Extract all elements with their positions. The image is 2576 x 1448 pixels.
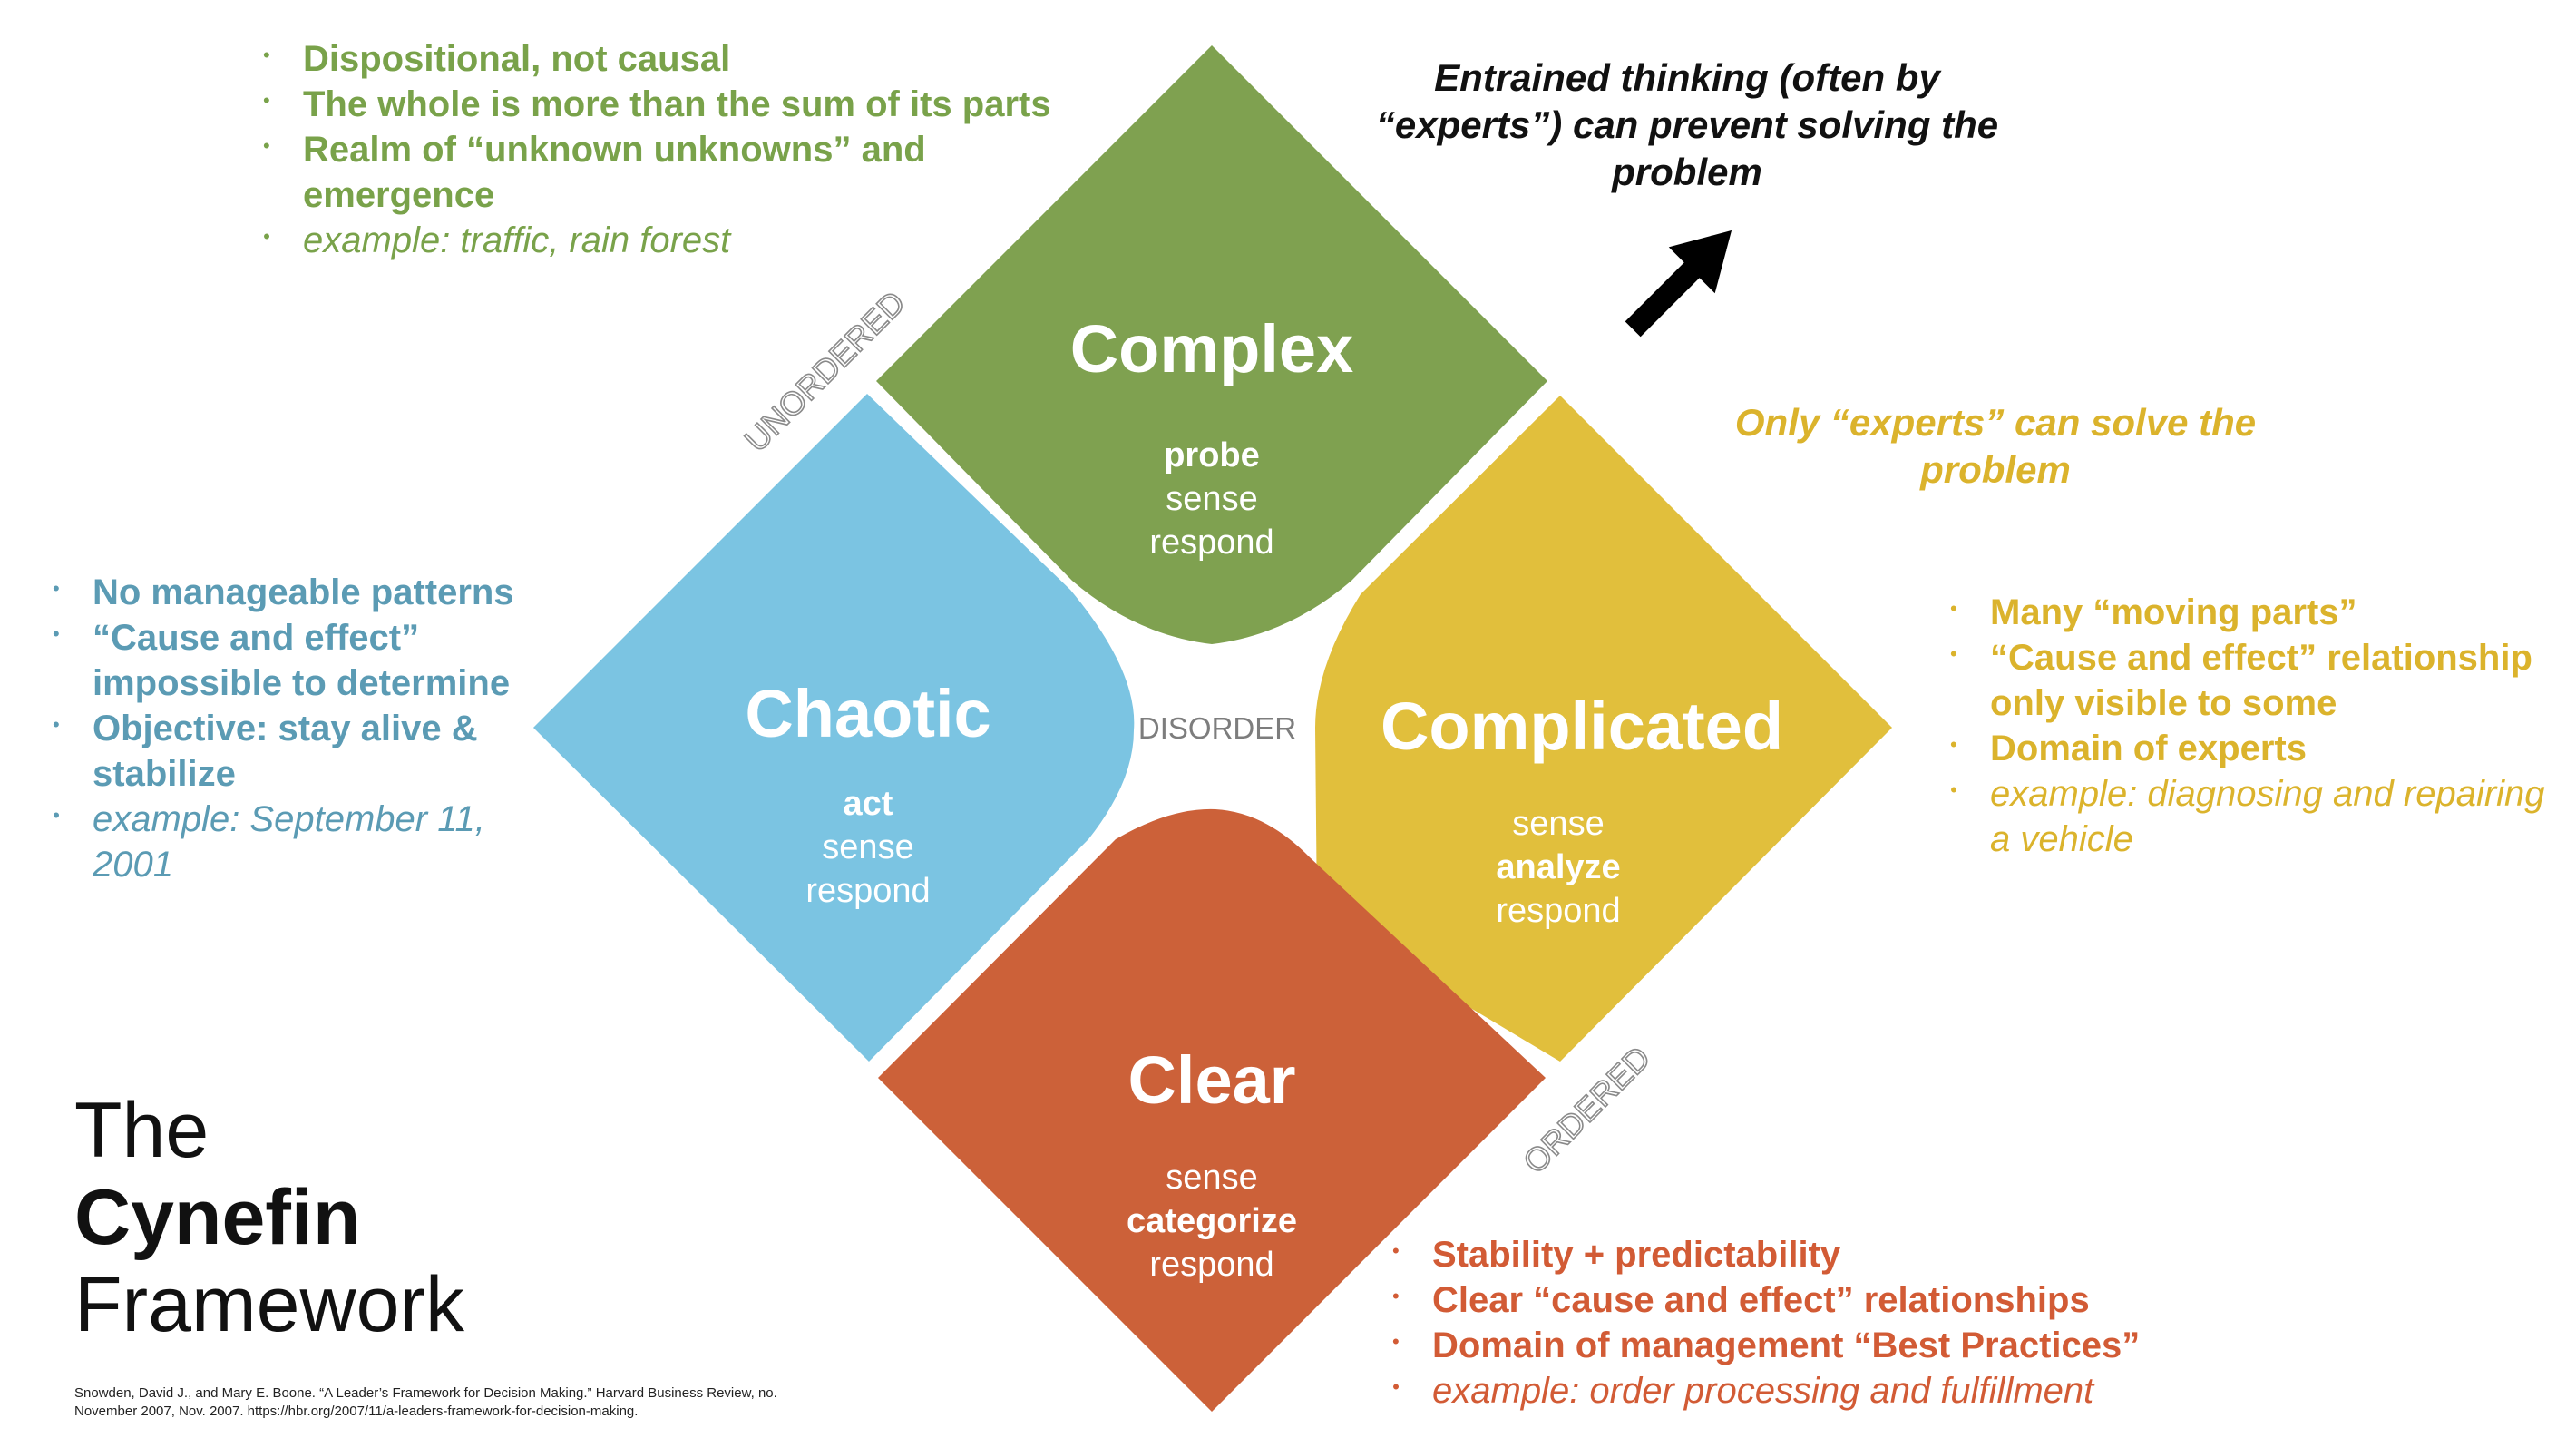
clear-domain-shape [878,808,1546,1412]
complicated-notes-list: Many “moving parts” “Cause and effect” r… [1950,590,2567,862]
chaotic-step-3: respond [805,872,930,910]
complex-step-3: respond [1149,523,1273,562]
list-item: Objective: stay alive & stabilize [53,706,542,797]
complicated-step-3: respond [1496,892,1620,930]
list-item: example: diagnosing and repairing a vehi… [1950,771,2567,862]
list-item: Domain of experts [1950,726,2567,771]
list-item: example: September 11, 2001 [53,797,542,887]
complicated-step-2: analyze [1496,848,1620,886]
chaotic-step-2: sense [822,828,913,866]
complicated-title: Complicated [1381,689,1783,764]
citation: Snowden, David J., and Mary E. Boone. “A… [74,1385,777,1419]
page-title: The Cynefin Framework [74,1087,464,1348]
ordered-axis-label: ORDERED [1516,1039,1657,1180]
list-item: example: order processing and fulfillmen… [1392,1368,2209,1414]
list-item: Clear “cause and effect” relationships [1392,1277,2209,1323]
list-item: No manageable patterns [53,570,542,615]
complicated-domain-shape [1315,396,1892,1062]
clear-title: Clear [1127,1042,1295,1118]
title-line-3: Framework [74,1261,465,1348]
chaotic-notes-list: No manageable patterns “Cause and effect… [53,570,542,887]
clear-notes-list: Stability + predictability Clear “cause … [1392,1232,2209,1414]
arrow-icon [1625,230,1732,338]
list-item: The whole is more than the sum of its pa… [263,82,1079,127]
complex-domain-shape [876,45,1547,644]
chaotic-step-1: act [844,785,893,823]
complicated-step-1: sense [1512,805,1604,843]
title-line-1: The [74,1087,210,1174]
entrained-thinking-note: Entrained thinking (often by “experts”) … [1375,56,1999,193]
clear-step-3: respond [1149,1246,1273,1284]
chaotic-domain-shape [533,394,1135,1062]
disorder-label: DISORDER [1138,711,1296,745]
complex-title: Complex [1070,311,1354,386]
list-item: “Cause and effect” impossible to determi… [53,615,542,706]
list-item: Dispositional, not causal [263,36,1079,82]
clear-step-2: categorize [1127,1202,1297,1240]
experts-note: Only “experts” can solve the problem [1734,401,2257,491]
title-line-2: Cynefin [74,1174,361,1261]
list-item: Domain of management “Best Practices” [1392,1323,2209,1368]
complex-step-2: sense [1166,480,1257,518]
list-item: example: traffic, rain forest [263,218,1079,263]
clear-step-1: sense [1166,1159,1257,1197]
list-item: Many “moving parts” [1950,590,2567,635]
complex-step-1: probe [1164,436,1260,475]
chaotic-title: Chaotic [745,676,990,751]
list-item: Realm of “unknown unknowns” and emergenc… [263,127,1079,218]
list-item: Stability + predictability [1392,1232,2209,1277]
list-item: “Cause and effect” relationship only vis… [1950,635,2567,726]
complex-notes-list: Dispositional, not causal The whole is m… [263,36,1079,263]
